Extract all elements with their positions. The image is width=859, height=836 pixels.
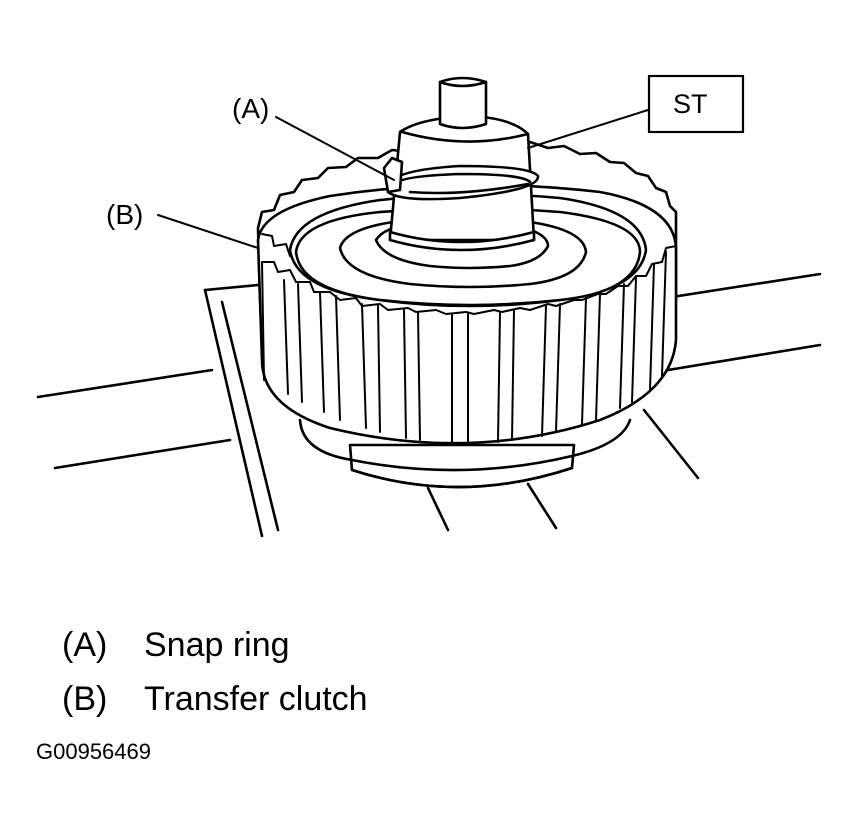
figure-id: G00956469 [36,739,151,764]
callout-a: (A) [232,93,269,124]
legend-label: Snap ring [144,626,290,664]
legend-key: (A) [62,626,108,664]
legend-key: (B) [62,680,108,718]
callout-b: (B) [106,199,143,230]
leader-lines [157,109,649,249]
legend-label: Transfer clutch [144,680,368,718]
clutch-hub [294,207,642,307]
st-label-box [647,74,745,134]
callout-st: ST [673,89,708,119]
legend-item-a: (A) Snap ring [62,618,368,672]
legend-item-b: (B) Transfer clutch [62,672,368,726]
legend: (A) Snap ring (B) Transfer clutch [62,618,368,726]
special-tool [388,76,536,252]
snap-ring [382,156,540,201]
work-bench [36,272,822,538]
clutch-base-step [298,418,632,489]
